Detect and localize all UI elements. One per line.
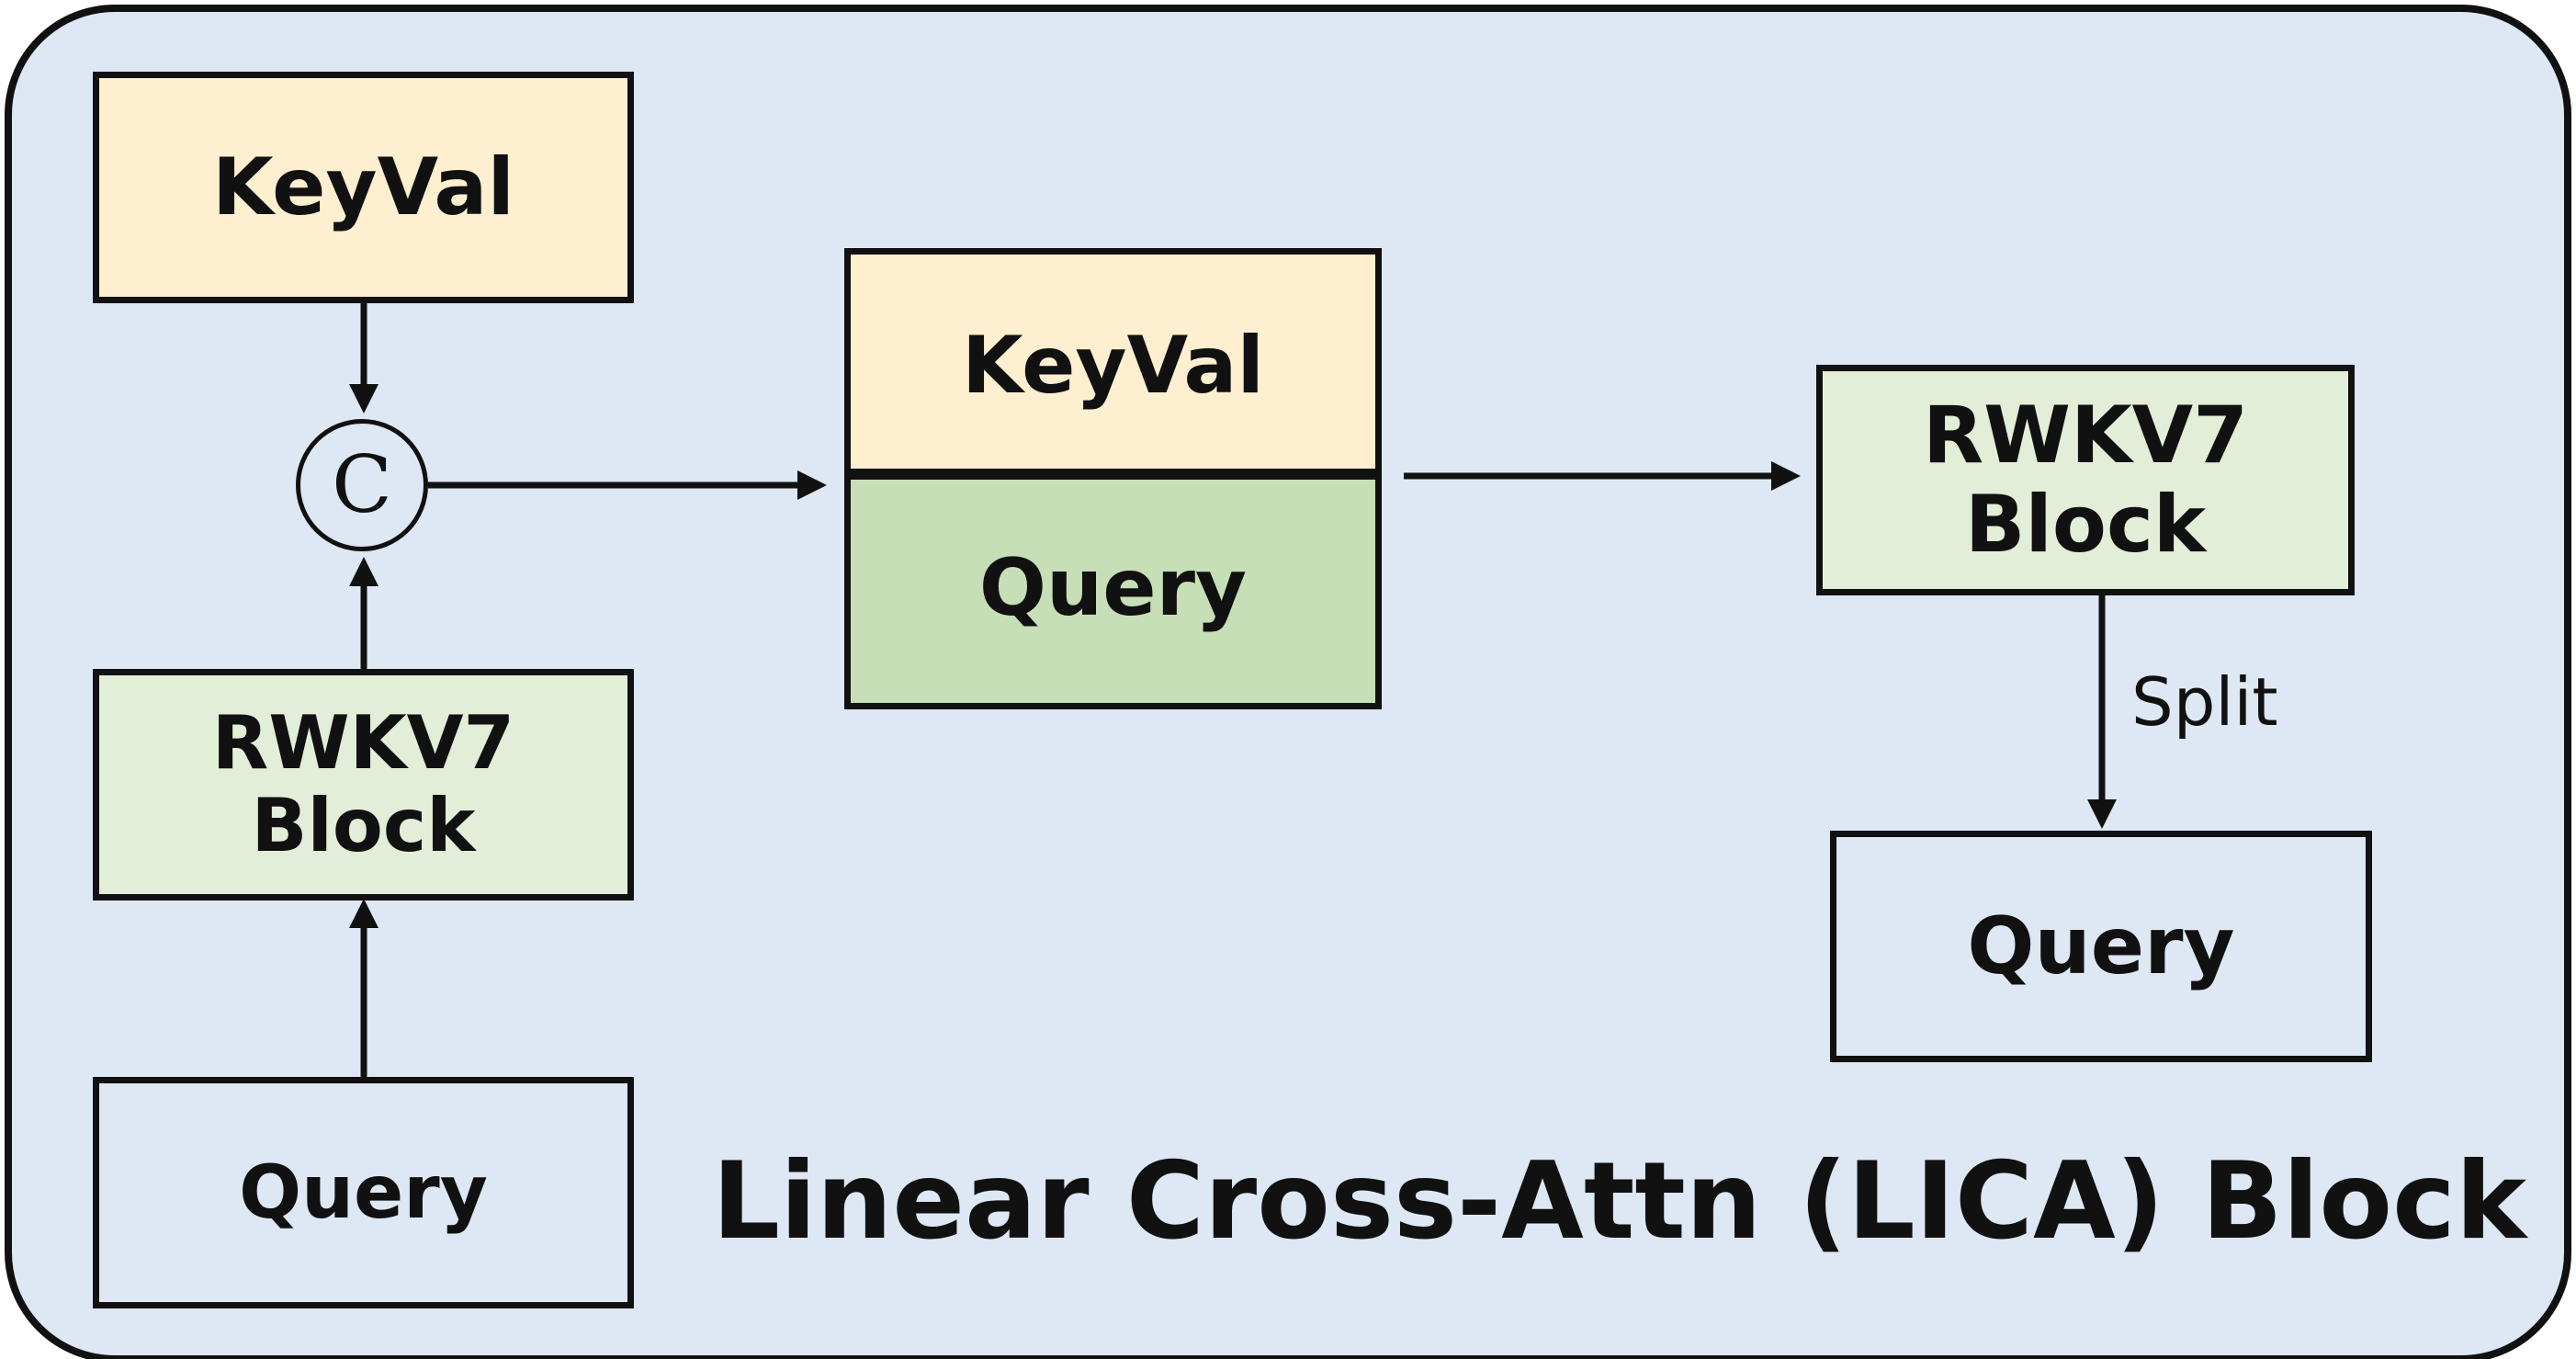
arrow-concat-to-stack [428,470,827,500]
rwkv7-right-label: RWKV7 Block [1923,391,2248,569]
arrow-keyval-to-concat [349,303,378,413]
rwkv7-right-line1: RWKV7 [1922,390,2249,482]
keyval-stacked-box: KeyVal [844,248,1382,478]
split-label: Split [2131,663,2278,741]
rwkv7-block-left: RWKV7 Block [93,669,634,900]
rwkv7-block-right: RWKV7 Block [1816,365,2355,595]
rwkv7-left-line2: Block [251,783,476,868]
keyval-input-box: KeyVal [93,72,634,303]
rwkv7-left-line1: RWKV7 [211,700,515,787]
stack-divider [844,469,1382,480]
query-input-label: Query [239,1149,488,1236]
concat-symbol: C [332,439,392,531]
keyval-input-label: KeyVal [212,141,514,233]
query-stacked-label: Query [978,542,1248,635]
arrow-split [2087,595,2117,829]
concat-icon: C [296,419,428,551]
query-stacked-box: Query [844,474,1382,709]
arrow-stack-to-rwkv7 [1404,461,1801,491]
query-output-box: Query [1830,831,2372,1062]
rwkv7-right-line2: Block [1964,478,2207,571]
rwkv7-left-label: RWKV7 Block [212,702,514,866]
keyval-stacked-label: KeyVal [962,320,1264,413]
arrow-rwkv7-to-concat [349,557,378,669]
diagram-title: Linear Cross-Attn (LICA) Block [712,1139,2526,1263]
query-output-label: Query [1967,900,2235,992]
query-input-box: Query [93,1077,634,1308]
arrow-query-to-rwkv7 [349,899,378,1077]
